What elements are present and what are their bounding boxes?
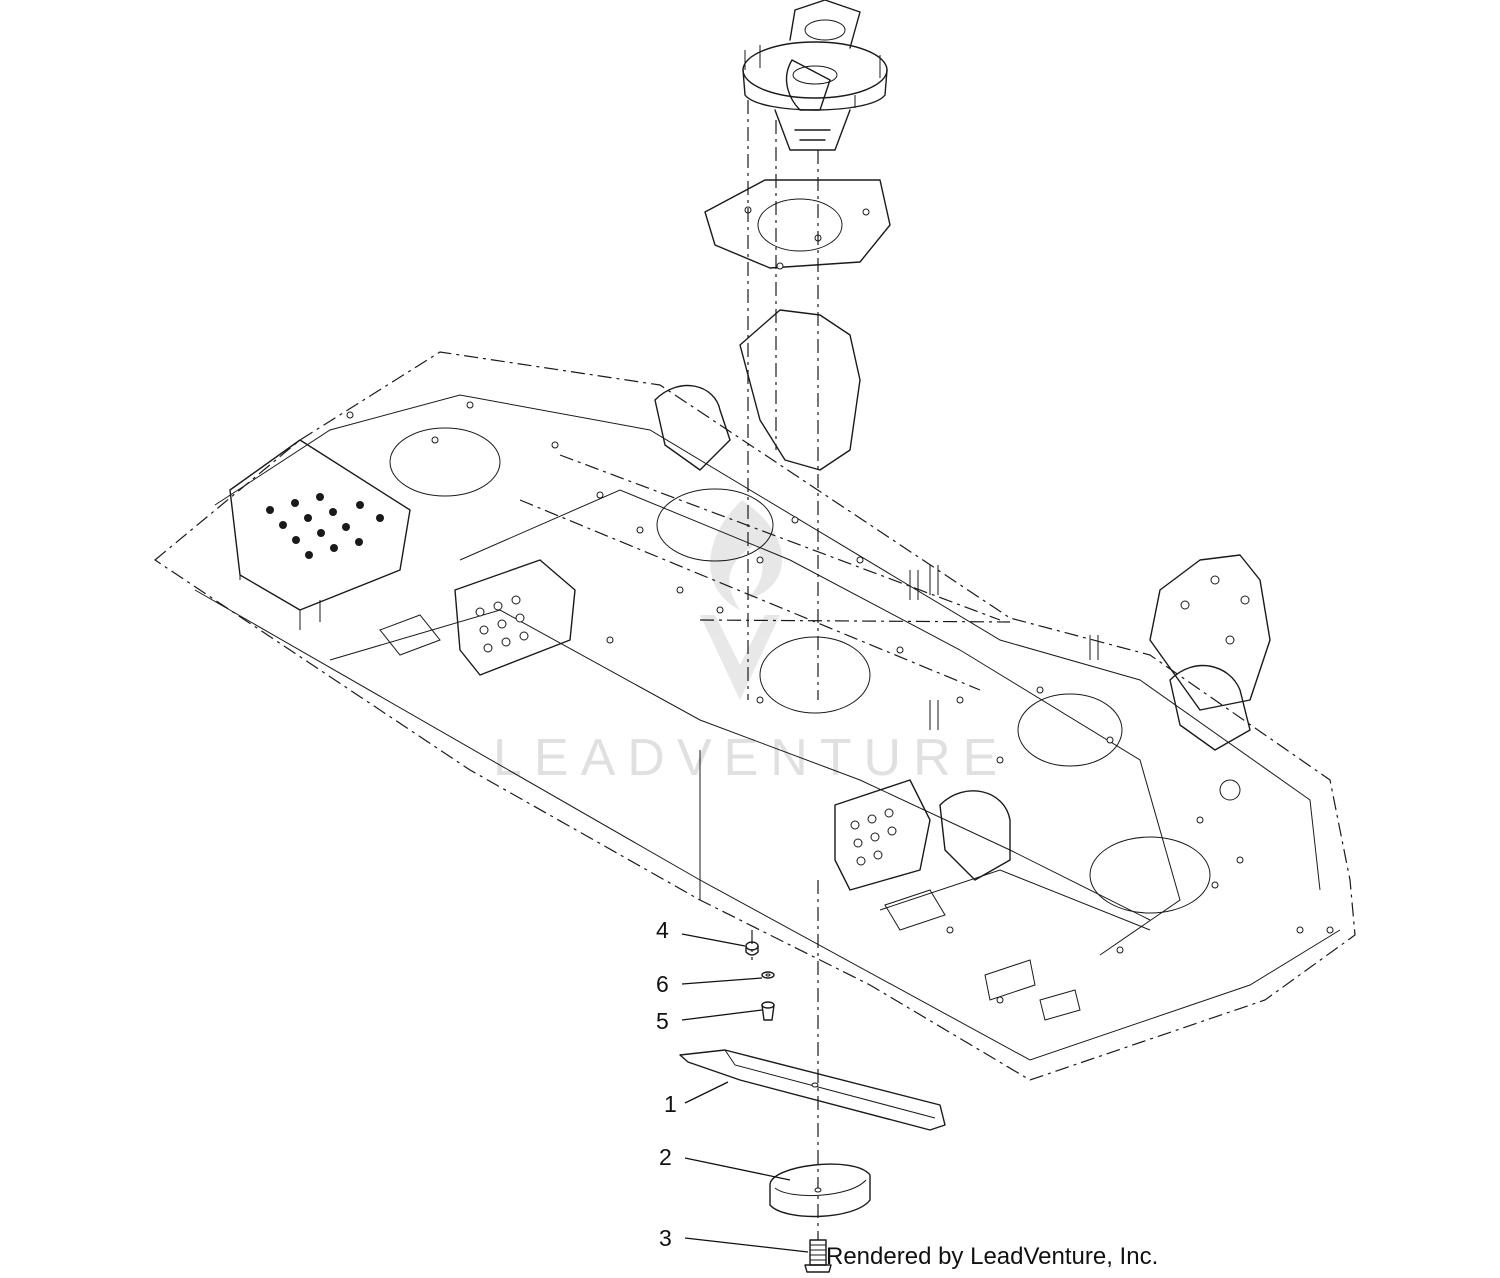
- deck-holes: [346, 401, 1334, 1004]
- callout-1: 1: [664, 1081, 729, 1117]
- part-2-blade-adapter: [769, 1163, 871, 1218]
- perforated-plate-right: [850, 808, 897, 866]
- watermark-logo: [700, 500, 783, 700]
- perforated-plate-left: [266, 493, 384, 559]
- callout-6: 6: [656, 971, 763, 997]
- callout-3: 3: [659, 1225, 809, 1253]
- watermark-text: LEADVENTURE: [493, 729, 1009, 787]
- part-1-blade: [679, 1049, 946, 1131]
- callout-6-label: 6: [656, 971, 669, 997]
- part-6-washer: [761, 971, 775, 979]
- callout-1-label: 1: [664, 1091, 677, 1117]
- callout-3-label: 3: [659, 1225, 672, 1251]
- bracket-holes-right: [1180, 575, 1250, 645]
- mower-deck: [153, 309, 1356, 1081]
- part-4-nut: [745, 941, 759, 956]
- watermark: LEADVENTURE: [493, 500, 1009, 787]
- callout-5: 5: [656, 1008, 763, 1034]
- part-5-bolt: [761, 1001, 775, 1021]
- spindle-assembly: [704, 0, 891, 1240]
- callout-2: 2: [659, 1144, 791, 1181]
- callout-4: 4: [656, 917, 746, 947]
- callout-2-label: 2: [659, 1144, 672, 1170]
- credit-text: Rendered by LeadVenture, Inc.: [826, 1243, 1158, 1270]
- callout-4-label: 4: [656, 917, 669, 943]
- perforated-plate-center: [475, 595, 529, 653]
- part-3-blade-bolt: [804, 1239, 832, 1273]
- callout-5-label: 5: [656, 1008, 669, 1034]
